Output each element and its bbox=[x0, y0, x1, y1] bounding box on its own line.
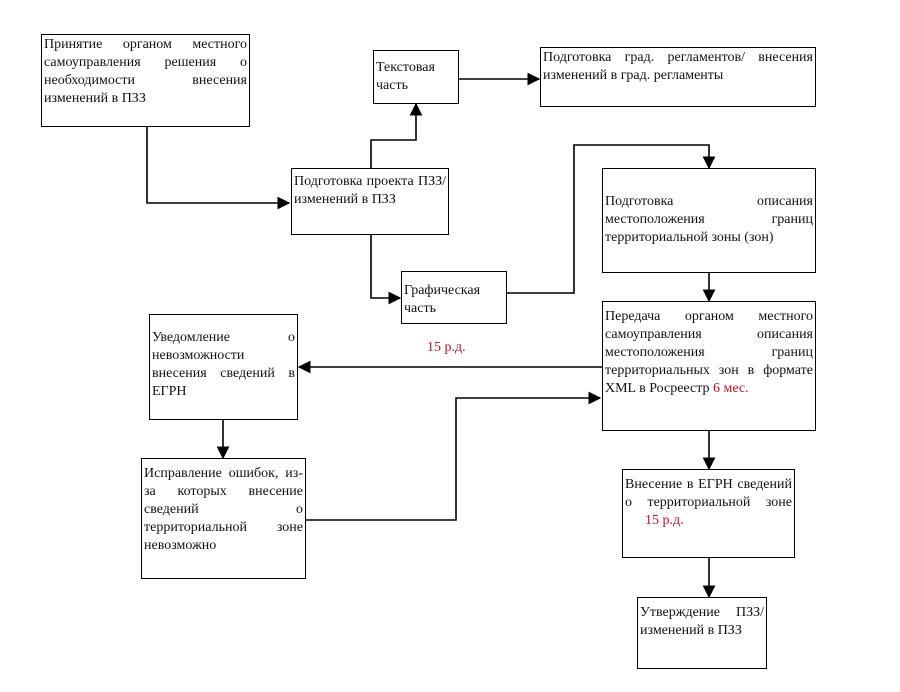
node-graphic-part: Графическая часть bbox=[401, 271, 507, 324]
egrn-term: 15 р.д. bbox=[645, 513, 684, 528]
node-transfer: Передача органом местного самоуправления… bbox=[602, 301, 816, 431]
arrow-graphic-to-description bbox=[506, 144, 716, 294]
arrow-project-to-text bbox=[370, 102, 423, 168]
arrow-project-to-graphic bbox=[370, 234, 402, 305]
node-text-part: Текстовая часть bbox=[373, 50, 459, 104]
notice-term-label: 15 р.д. bbox=[427, 340, 466, 355]
arrow-fix-to-transfer bbox=[305, 391, 602, 521]
node-notice: Уведомление о невозможности внесения све… bbox=[149, 314, 298, 420]
node-project: Подготовка проекта ПЗЗ/изменений в ПЗЗ bbox=[291, 168, 449, 235]
node-reglament: Подготовка град. регламентов/ внесения и… bbox=[540, 47, 816, 107]
arrow-decision-to-project bbox=[146, 126, 291, 210]
transfer-term: 6 мес. bbox=[712, 381, 749, 396]
transfer-text: Передача органом местного самоуправления… bbox=[605, 309, 813, 396]
node-approve: Утверждение ПЗЗ/ изменений в ПЗЗ bbox=[637, 597, 767, 669]
node-fix: Исправление ошибок, из-за которых внесен… bbox=[141, 458, 306, 579]
node-egrn: Внесение в ЕГРН сведений о территориальн… bbox=[622, 469, 795, 558]
node-description: Подготовка описания местоположения грани… bbox=[602, 168, 816, 273]
node-decision: Принятие органом местного самоуправления… bbox=[41, 34, 250, 127]
egrn-text: Внесение в ЕГРН сведений о территориальн… bbox=[625, 477, 792, 510]
